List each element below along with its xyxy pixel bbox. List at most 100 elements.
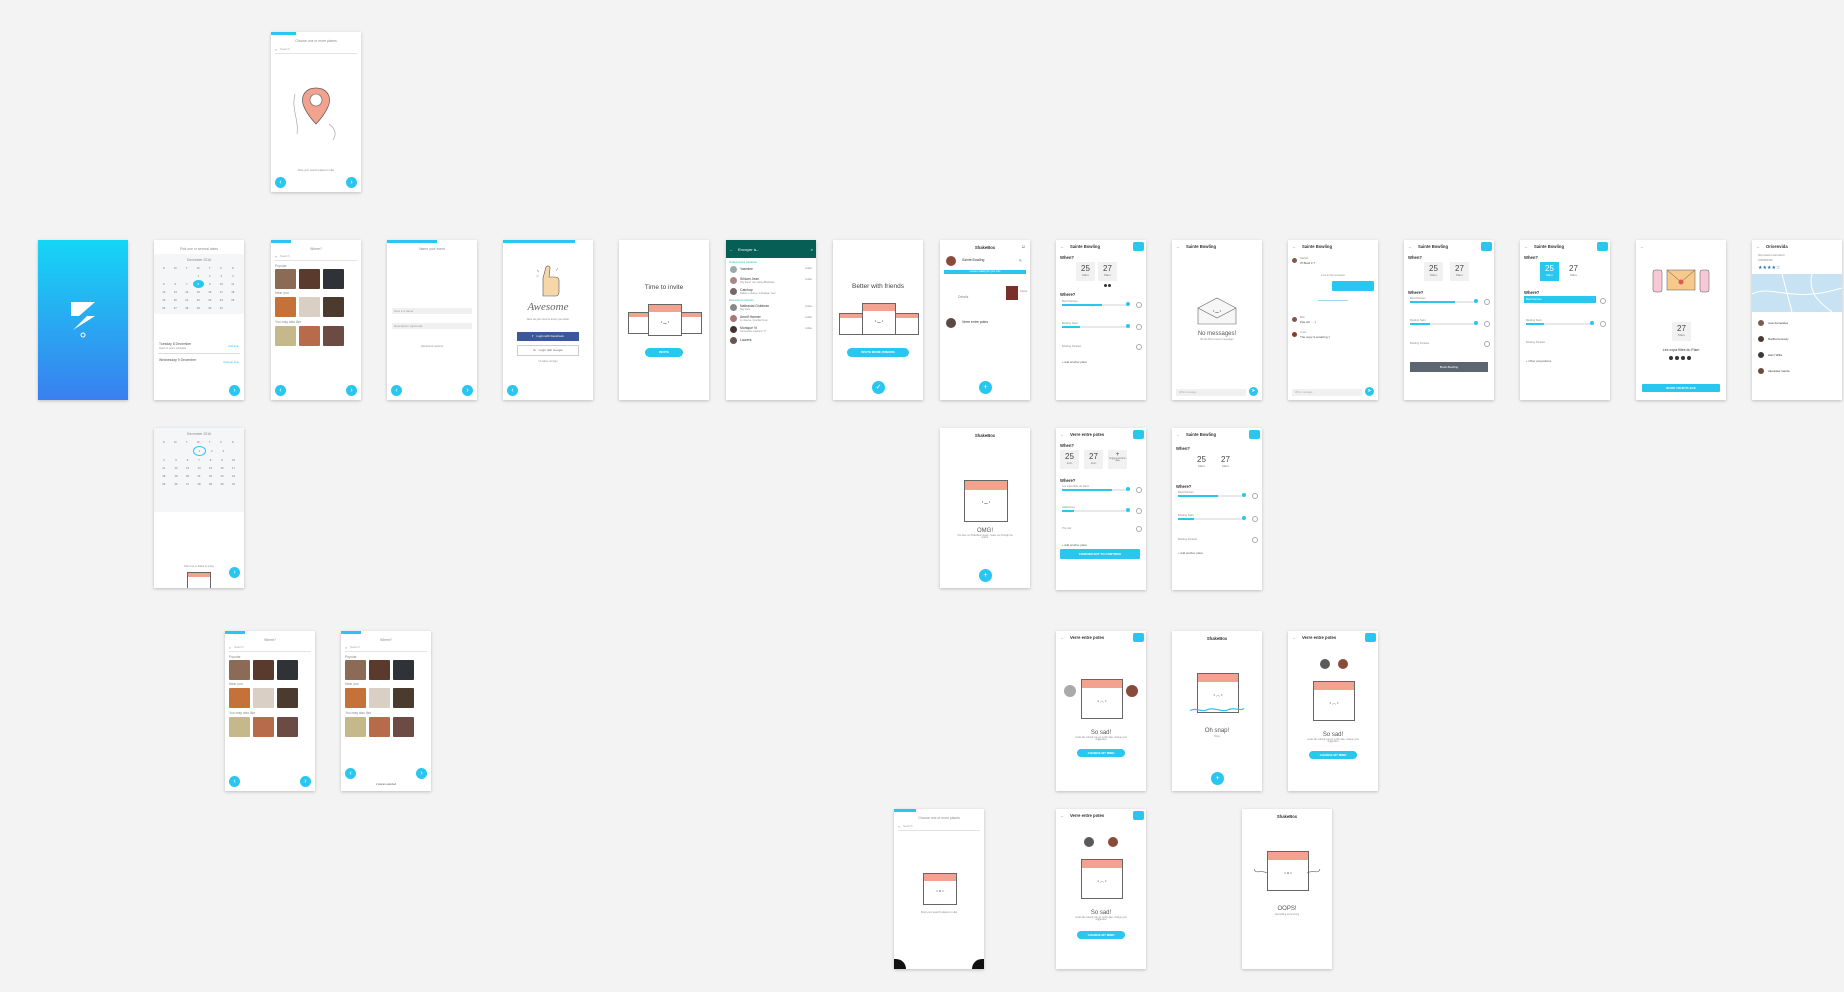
chat-button[interactable]	[1249, 430, 1260, 439]
radio-button[interactable]	[1600, 298, 1606, 304]
back-arrow-icon[interactable]: ←	[1756, 244, 1760, 249]
radio-button[interactable]	[1136, 302, 1142, 308]
place-selected[interactable]: Bowl Parisien	[1524, 296, 1596, 303]
photo-item[interactable]	[229, 688, 250, 708]
other-propositions-button[interactable]: + Other propositions	[1526, 359, 1552, 363]
photo-item[interactable]	[275, 297, 296, 317]
place-url[interactable]: http://www.orisenvida.fr	[1758, 254, 1785, 257]
radio-button[interactable]	[1136, 526, 1142, 532]
photo-item[interactable]	[345, 717, 366, 737]
search-input[interactable]: ⌕Search	[275, 253, 357, 261]
back-arrow-icon[interactable]: ←	[1060, 244, 1064, 249]
invite-more-friends-button[interactable]: INVITE MORE FRIENDS	[847, 348, 909, 357]
details-label[interactable]: Details	[958, 295, 969, 299]
radio-button[interactable]	[1600, 321, 1606, 327]
search-input[interactable]: ⌕Search	[275, 46, 357, 54]
back-button[interactable]: ‹	[345, 768, 356, 779]
vote-dot[interactable]	[1242, 493, 1246, 497]
place-phone[interactable]: 0155684459	[1758, 259, 1773, 262]
vote-dot[interactable]	[1126, 487, 1130, 491]
done-check-button[interactable]: ✓	[872, 381, 885, 394]
back-arrow-icon[interactable]: ←	[1640, 244, 1644, 249]
vote-dot[interactable]	[1242, 516, 1246, 520]
back-arrow-icon[interactable]: ←	[1524, 244, 1528, 249]
chat-button[interactable]	[1365, 633, 1376, 642]
back-arrow-icon[interactable]: ←	[1060, 635, 1064, 640]
back-button[interactable]: ‹	[507, 385, 518, 396]
photo-item[interactable]	[299, 326, 320, 346]
back-arrow-icon[interactable]: ←	[1060, 813, 1064, 818]
vote-dot[interactable]	[1126, 508, 1130, 512]
book-button[interactable]: Book Bowling	[1410, 362, 1488, 372]
contact-row[interactable]: Laurent	[730, 337, 812, 345]
search-icon[interactable]: ⌕	[810, 247, 813, 252]
radio-button[interactable]	[1136, 487, 1142, 493]
radio-button[interactable]	[1252, 516, 1258, 522]
vote-dot[interactable]	[1590, 321, 1594, 325]
message-input[interactable]: Write message...	[1176, 389, 1246, 396]
photo-item[interactable]	[345, 688, 366, 708]
back-arrow-icon[interactable]: ←	[729, 247, 733, 252]
photo-item[interactable]	[393, 688, 414, 708]
send-button[interactable]: ➤	[1249, 387, 1258, 396]
photo-item[interactable]	[277, 688, 298, 708]
radio-button[interactable]	[1252, 493, 1258, 499]
back-button[interactable]: ‹	[275, 177, 286, 188]
photo-item[interactable]	[229, 717, 250, 737]
vote-dot[interactable]	[1474, 299, 1478, 303]
photo-item[interactable]	[277, 660, 298, 680]
next-button[interactable]: ›	[229, 567, 240, 578]
chat-button[interactable]	[1597, 242, 1608, 251]
send-button[interactable]: ➤	[1365, 387, 1374, 396]
radio-button[interactable]	[1252, 537, 1258, 543]
next-button[interactable]: ›	[346, 385, 357, 396]
event-name-input[interactable]: Give it a name	[392, 308, 472, 314]
next-button[interactable]: ›	[346, 177, 357, 188]
item-name[interactable]: Verre entre potes	[962, 320, 989, 324]
add-place-button[interactable]: + Add another place	[1062, 543, 1087, 547]
radio-button[interactable]	[1136, 324, 1142, 330]
photo-item[interactable]	[253, 688, 274, 708]
skip-login-link[interactable]: I'd rather not login	[538, 360, 558, 363]
advanced-options-link[interactable]: Advanced options	[420, 344, 444, 348]
photo-item[interactable]	[275, 269, 296, 289]
add-event-button[interactable]: +	[979, 569, 992, 582]
photo-item[interactable]	[253, 660, 274, 680]
next-button[interactable]: ›	[462, 385, 473, 396]
back-arrow-icon[interactable]: ←	[1176, 432, 1180, 437]
photo-item[interactable]	[299, 297, 320, 317]
photo-item[interactable]	[323, 297, 344, 317]
radio-button[interactable]	[1484, 321, 1490, 327]
photo-item[interactable]	[277, 717, 298, 737]
photo-item[interactable]	[323, 269, 344, 289]
back-button[interactable]: ‹	[275, 385, 286, 396]
chat-icon[interactable]: ✎	[1018, 258, 1022, 263]
search-input[interactable]: ⌕Search	[345, 644, 427, 652]
back-arrow-icon[interactable]: ←	[1292, 635, 1296, 640]
message-input[interactable]: Write message...	[1292, 389, 1362, 396]
profile-icon[interactable]: ☺	[1020, 244, 1026, 250]
chat-button[interactable]	[1133, 811, 1144, 820]
back-arrow-icon[interactable]: ←	[1176, 244, 1180, 249]
back-arrow-icon[interactable]: ←	[1060, 432, 1064, 437]
map-view[interactable]	[1752, 273, 1842, 313]
radio-button[interactable]	[1484, 299, 1490, 305]
photo-item[interactable]	[345, 660, 366, 680]
chat-button[interactable]	[1133, 242, 1144, 251]
chat-button[interactable]	[1481, 242, 1492, 251]
back-arrow-icon[interactable]: ←	[1408, 244, 1412, 249]
next-button[interactable]: ›	[300, 776, 311, 787]
